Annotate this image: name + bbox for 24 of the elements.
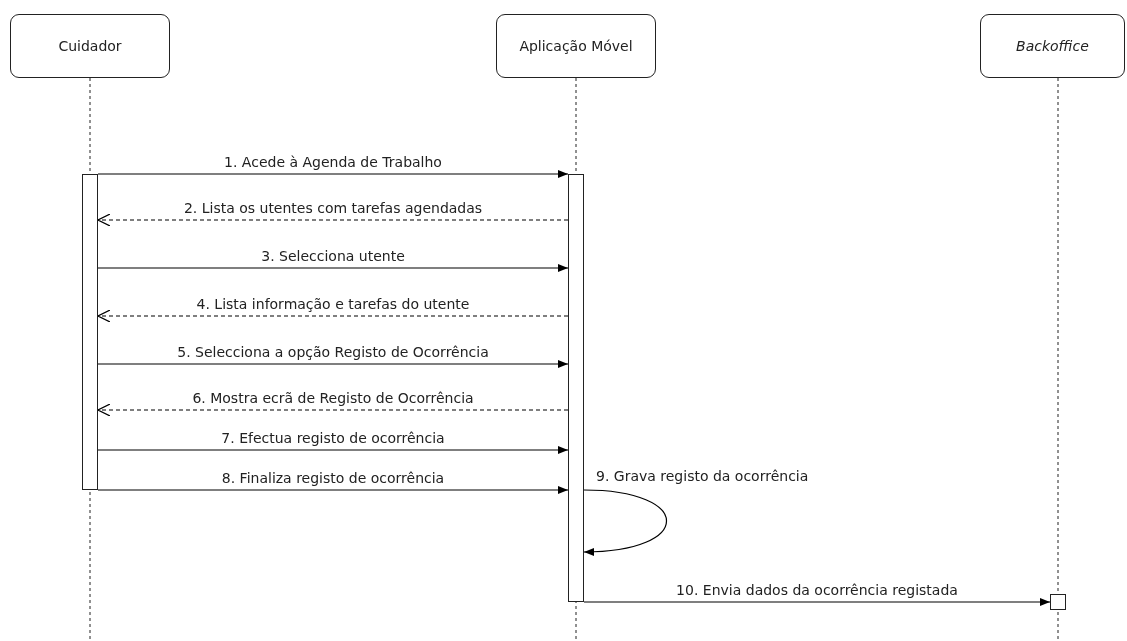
- arrow: [97, 264, 569, 272]
- arrow: [97, 213, 569, 227]
- edge-label: 6. Mostra ecrã de Registo de Ocorrência: [190, 390, 476, 406]
- edge-label: 4. Lista informação e tarefas do utente: [194, 296, 472, 312]
- edge-label: 9. Grava registo da ocorrência: [594, 468, 811, 484]
- arrow: [583, 598, 1051, 606]
- activation-box: [1050, 594, 1066, 610]
- arrow: [97, 360, 569, 368]
- participant-box: Aplicação Móvel: [496, 14, 656, 78]
- edge-label: 7. Efectua registo de ocorrência: [219, 430, 447, 446]
- arrow: [97, 486, 569, 494]
- edge-label: 1. Acede à Agenda de Trabalho: [222, 154, 444, 170]
- arrow: [583, 489, 668, 556]
- participant-box: Cuidador: [10, 14, 170, 78]
- activation-bar: [82, 174, 98, 490]
- arrow: [97, 170, 569, 178]
- participant-box: Backoffice: [980, 14, 1125, 78]
- edge-label: 10. Envia dados da ocorrência registada: [674, 582, 960, 598]
- activation-bar: [568, 174, 584, 602]
- arrow: [97, 309, 569, 323]
- edge-label: 5. Selecciona a opção Registo de Ocorrência: [175, 344, 491, 360]
- arrow: [97, 403, 569, 417]
- arrow: [97, 446, 569, 454]
- edge-label: 3. Selecciona utente: [259, 248, 407, 264]
